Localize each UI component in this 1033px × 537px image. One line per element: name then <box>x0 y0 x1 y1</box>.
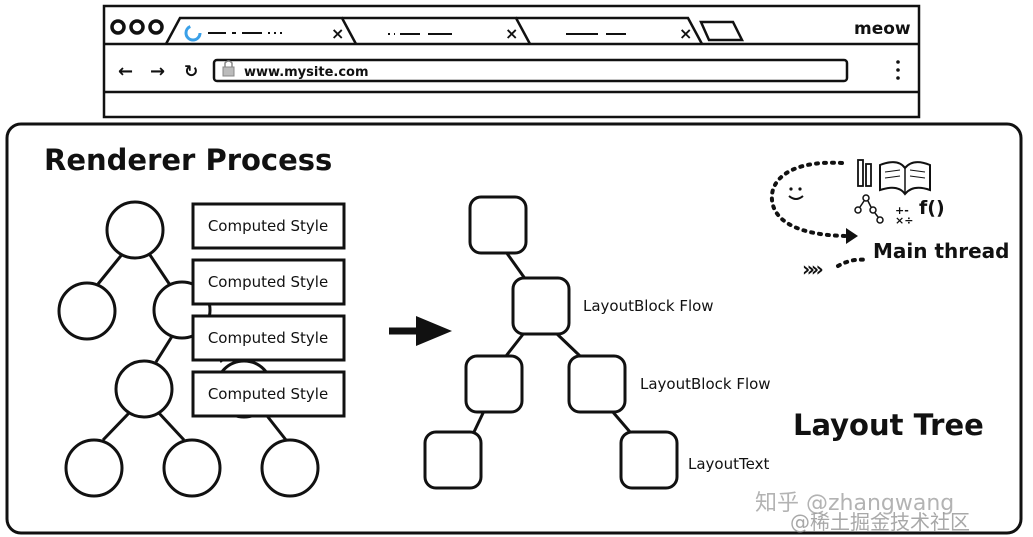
layout-node-label: LayoutText <box>688 455 769 473</box>
url-text: www.mysite.com <box>244 65 369 80</box>
watermark-zhihu: 知乎 @zhangwang <box>755 491 954 516</box>
computed-style-label: Computed Style <box>208 385 328 403</box>
new-tab-button[interactable] <box>699 20 745 42</box>
book-icon <box>879 161 931 196</box>
thread-arrow-icon <box>846 228 858 244</box>
tab-close-icon[interactable]: × <box>679 24 692 43</box>
tab-close-icon[interactable]: × <box>505 24 518 43</box>
face-icon <box>788 187 804 200</box>
tab-3[interactable]: × <box>516 16 704 45</box>
main-thread-label: Main thread <box>873 239 1010 263</box>
function-icon: f() <box>919 197 945 219</box>
fast-forward-icon: »» <box>802 257 823 281</box>
lock-icon <box>222 60 235 77</box>
dom-node <box>260 438 320 498</box>
dom-node <box>114 359 174 419</box>
main-thread-illustration: +- ×÷ f() Main thread »» <box>769 159 1010 281</box>
layout-tree: LayoutBlock Flow LayoutBlock Flow Layout… <box>423 195 771 490</box>
watermark-juejin: @稀土掘金技术社区 <box>790 510 970 534</box>
computed-style-box: Computed Style <box>191 370 346 418</box>
layout-node <box>567 354 627 414</box>
pencil-icon <box>857 159 872 187</box>
tree-graph-icon <box>854 194 884 224</box>
transform-arrow-icon <box>389 316 452 346</box>
computed-style-box: Computed Style <box>191 202 346 250</box>
reload-icon[interactable]: ↻ <box>184 62 198 82</box>
layout-node <box>468 195 528 255</box>
layout-node <box>423 430 483 490</box>
dom-node <box>162 438 222 498</box>
tab-close-icon[interactable]: × <box>331 24 344 43</box>
tab-active[interactable]: × <box>164 16 358 45</box>
tree-title: Layout Tree <box>793 408 984 442</box>
computed-style-box: Computed Style <box>191 314 346 362</box>
math-operators-icon: +- <box>895 204 909 217</box>
dom-node <box>105 200 165 260</box>
math-operators-icon: ×÷ <box>895 214 913 227</box>
layout-node-label: LayoutBlock Flow <box>640 375 771 393</box>
panel-title: Renderer Process <box>44 143 332 177</box>
profile-label: meow <box>854 19 911 39</box>
layout-node-label: LayoutBlock Flow <box>583 297 714 315</box>
computed-style-label: Computed Style <box>208 329 328 347</box>
layout-node <box>511 276 571 336</box>
loading-spinner-icon <box>184 24 202 42</box>
browser-window: × × × meow ← → ↻ www.mysite.com <box>102 4 921 119</box>
back-arrow-icon[interactable]: ← <box>118 61 133 82</box>
layout-node <box>619 430 679 490</box>
address-bar[interactable] <box>212 58 849 83</box>
forward-arrow-icon[interactable]: → <box>150 61 165 82</box>
computed-style-label: Computed Style <box>208 217 328 235</box>
dom-node <box>57 281 117 341</box>
computed-style-label: Computed Style <box>208 273 328 291</box>
dom-node <box>64 438 124 498</box>
computed-style-box: Computed Style <box>191 258 346 306</box>
more-menu-icon[interactable] <box>896 60 900 80</box>
window-controls-icon[interactable] <box>110 19 164 35</box>
layout-node <box>464 354 524 414</box>
dom-tree: Computed Style Computed Style Computed S… <box>57 200 346 498</box>
